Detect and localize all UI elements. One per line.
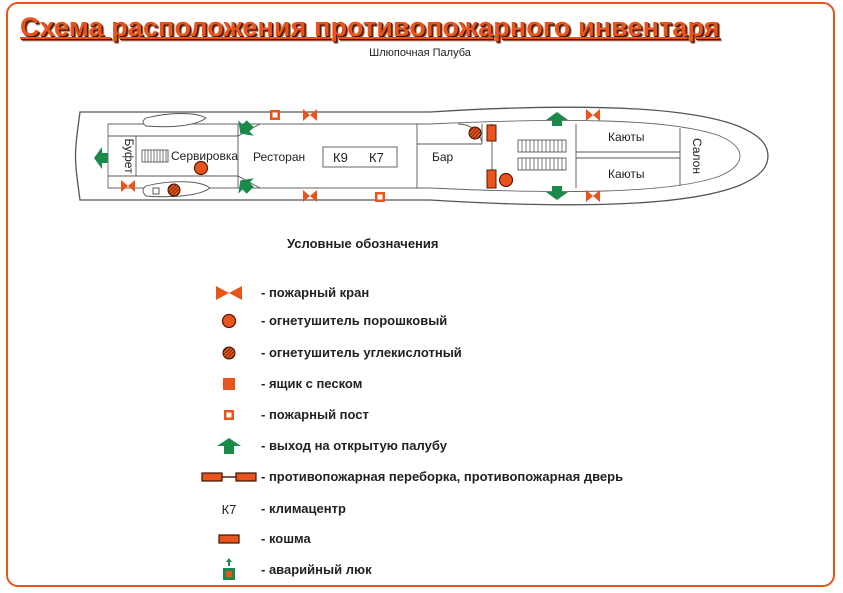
legend-label: - пожарный пост bbox=[261, 407, 369, 422]
aft-stairs-top bbox=[517, 139, 567, 153]
page-frame bbox=[6, 2, 835, 587]
climate-box bbox=[322, 146, 398, 168]
exit-arrow-icon bbox=[200, 435, 258, 457]
legend-item-powder: - огнетушитель порошковый bbox=[200, 310, 760, 332]
co2-extinguisher-icon bbox=[468, 126, 482, 140]
label-restaurant: Ресторан bbox=[253, 150, 305, 164]
label-climate-k9: К9 bbox=[333, 150, 348, 165]
legend-item-blanket: - кошма bbox=[200, 528, 760, 550]
legend-item-exit: - выход на открытую палубу bbox=[200, 435, 760, 457]
fire-hydrant-icon bbox=[200, 282, 258, 304]
legend-item-station: - пожарный пост bbox=[200, 404, 760, 426]
label-cabins-bottom: Каюты bbox=[608, 167, 645, 181]
label-climate-k7: К7 bbox=[369, 150, 384, 165]
fire-station-icon bbox=[200, 404, 258, 426]
deck-name: Шлюпочная Палуба bbox=[369, 47, 471, 59]
fire-partition-icon bbox=[200, 466, 258, 488]
co2-extinguisher-icon bbox=[167, 183, 181, 197]
powder-extinguisher-icon bbox=[200, 310, 258, 332]
climate-center-icon: К7 bbox=[200, 498, 258, 520]
legend-item-co2: - огнетушитель углекислотный bbox=[200, 342, 760, 364]
small-cabinet bbox=[152, 187, 160, 195]
legend-label: - кошма bbox=[261, 531, 311, 546]
legend-item-climate: К7 - климацентр bbox=[200, 498, 760, 520]
aft-stairs-bottom bbox=[517, 157, 567, 171]
servery-stairs bbox=[141, 149, 169, 163]
fire-station-icon bbox=[375, 192, 385, 202]
legend-label: - климацентр bbox=[261, 501, 346, 516]
label-bar: Бар bbox=[432, 150, 454, 164]
legend-title: Условные обозначения bbox=[287, 236, 439, 251]
legend-label: - противопожарная переборка, противопожа… bbox=[261, 469, 624, 484]
legend-label: - огнетушитель порошковый bbox=[261, 313, 448, 328]
emergency-hatch-icon bbox=[200, 557, 258, 583]
powder-extinguisher-icon bbox=[498, 172, 514, 188]
legend-label: - огнетушитель углекислотный bbox=[261, 345, 462, 360]
page-title: Схема расположения противопожарного инве… bbox=[20, 12, 720, 42]
fire-blanket-icon bbox=[486, 124, 497, 142]
legend-label: - аварийный люк bbox=[261, 562, 372, 577]
legend-label: - выход на открытую палубу bbox=[261, 438, 447, 453]
fire-blanket-icon bbox=[486, 169, 497, 189]
legend-item-partition: - противопожарная переборка, противопожа… bbox=[200, 466, 760, 488]
fire-blanket-icon bbox=[200, 528, 258, 550]
label-buffet: Буфет bbox=[122, 138, 136, 174]
climate-center-symbol: К7 bbox=[221, 501, 237, 517]
legend-label: - пожарный кран bbox=[261, 285, 370, 300]
hull-inner-outline bbox=[107, 119, 741, 193]
co2-extinguisher-icon bbox=[200, 342, 258, 364]
legend-item-sand: - ящик с песком bbox=[200, 373, 760, 395]
label-servery: Сервировка bbox=[171, 149, 238, 163]
legend-item-hatch: - аварийный люк bbox=[200, 557, 760, 583]
label-salon: Салон bbox=[690, 138, 704, 174]
legend-label: - ящик с песком bbox=[261, 376, 363, 391]
label-cabins-top: Каюты bbox=[608, 130, 645, 144]
powder-extinguisher-icon bbox=[193, 160, 209, 176]
lifeboat-top bbox=[142, 113, 207, 128]
fire-station-icon bbox=[270, 110, 280, 120]
legend-item-hydrant: - пожарный кран bbox=[200, 282, 760, 304]
sand-box-icon bbox=[200, 373, 258, 395]
